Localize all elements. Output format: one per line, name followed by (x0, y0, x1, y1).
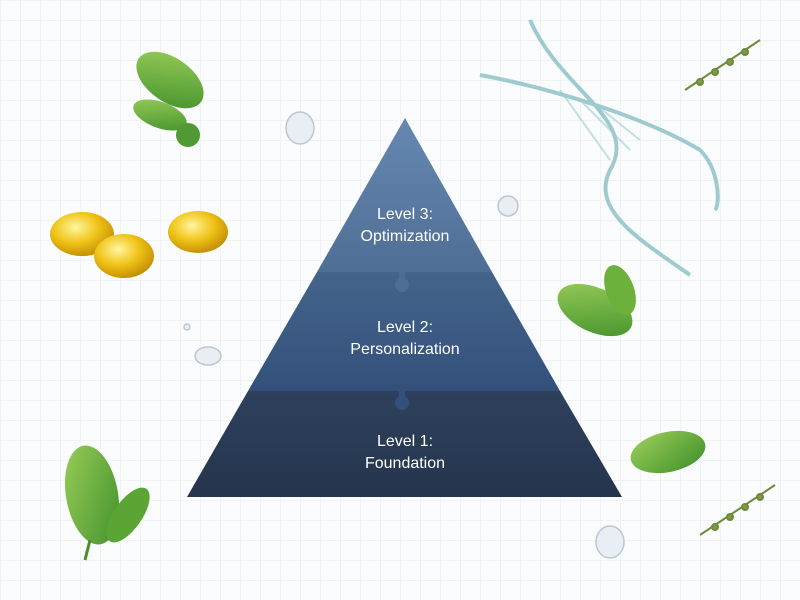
level-1-title: Level 1: (376, 433, 434, 450)
level-2-label: Level 2: Personalization (285, 317, 525, 361)
leaf-icon (630, 430, 706, 474)
basil-sprig-icon (64, 445, 150, 561)
omega-capsule-icon (50, 211, 228, 278)
pyramid-level-2 (248, 272, 560, 391)
connector-knob (395, 272, 409, 292)
connector-knob (395, 391, 409, 410)
level-3-label: Level 3: Optimization (285, 204, 525, 248)
level-1-name: Foundation (364, 455, 446, 472)
level-2-name: Personalization (350, 341, 460, 358)
level-2-title: Level 2: (376, 319, 434, 336)
water-droplet-icon (183, 111, 625, 559)
level-3-name: Optimization (360, 228, 450, 245)
pyramid-level-1 (187, 391, 622, 497)
dna-helix-icon (479, 19, 720, 277)
pyramid-diagram (187, 118, 622, 497)
level-3-title: Level 3: (376, 206, 434, 223)
thyme-sprig-icon (684, 39, 761, 91)
basil-leaf-icon (557, 265, 636, 337)
level-1-label: Level 1: Foundation (285, 431, 525, 475)
thyme-sprig-icon (699, 484, 776, 536)
pyramid-level-3 (317, 118, 492, 272)
mint-leaf-icon (133, 51, 204, 147)
